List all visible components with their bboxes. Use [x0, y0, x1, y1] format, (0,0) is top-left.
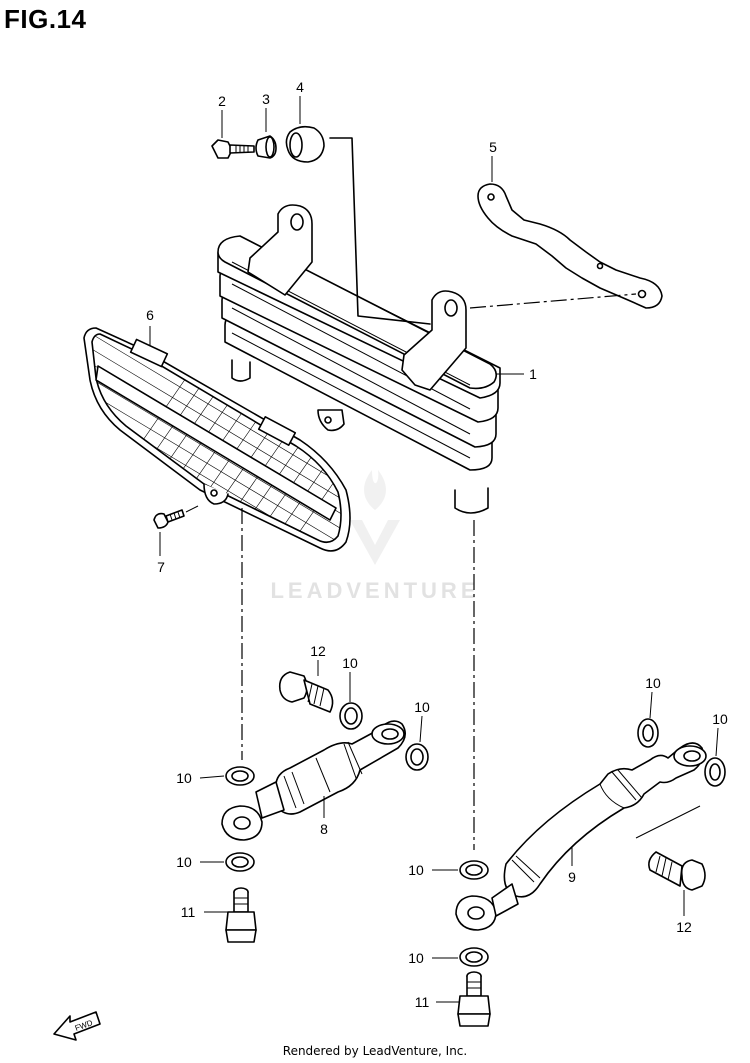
callout-10-f: 10 [712, 711, 728, 727]
callout-6: 6 [146, 307, 154, 323]
callout-10-h: 10 [408, 950, 424, 966]
callout-2: 2 [218, 93, 226, 109]
banjo-bolt-12-upper [278, 671, 334, 713]
oil-hose-9 [455, 742, 707, 931]
watermark-text: LEADVENTURE [270, 578, 480, 603]
screw-7 [153, 509, 185, 529]
callout-8: 8 [320, 821, 328, 837]
callout-11-left: 11 [181, 904, 196, 920]
callout-12-lower: 12 [676, 919, 692, 935]
callout-10-e: 10 [645, 675, 661, 691]
footer-credit: Rendered by LeadVenture, Inc. [282, 1044, 468, 1058]
callout-4: 4 [296, 79, 304, 95]
bolt-2 [211, 139, 255, 159]
callout-1: 1 [529, 366, 537, 382]
figure-title: FIG.14 [4, 4, 87, 34]
callout-3: 3 [262, 91, 270, 107]
banjo-bolt-12-lower [648, 851, 706, 891]
callout-9: 9 [568, 869, 576, 885]
callout-10-c: 10 [176, 770, 192, 786]
grommet-4 [285, 125, 325, 163]
callout-12-upper: 12 [310, 643, 326, 659]
washers-10 [225, 702, 726, 967]
union-fitting-11-right [457, 971, 491, 1027]
callout-10-g: 10 [408, 862, 424, 878]
spacer-3 [255, 135, 277, 159]
watermark-logo [350, 470, 400, 565]
callout-7: 7 [157, 559, 165, 575]
callout-10-d: 10 [176, 854, 192, 870]
callout-5: 5 [489, 139, 497, 155]
oil-hose-8 [221, 720, 406, 841]
callout-10-a: 10 [342, 655, 358, 671]
callout-11-right: 11 [415, 994, 430, 1010]
oil-cooler [217, 204, 501, 514]
forward-direction-arrow: FWD [53, 1011, 101, 1041]
bracket-5 [477, 183, 663, 309]
union-fitting-11-left [225, 887, 257, 943]
oil-cooler-screen [83, 327, 351, 552]
callout-10-b: 10 [414, 699, 430, 715]
